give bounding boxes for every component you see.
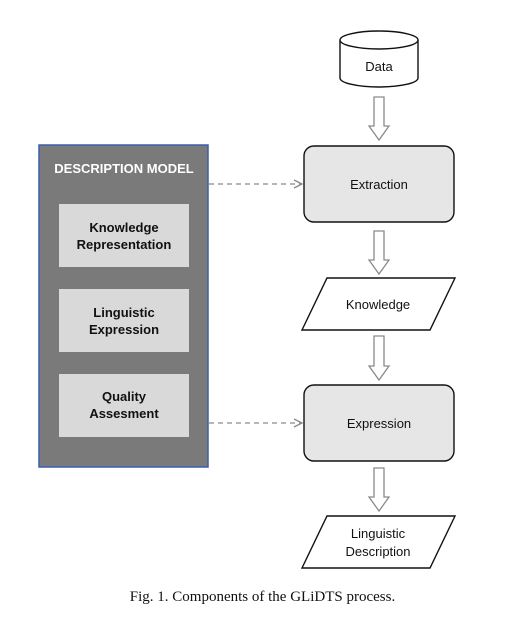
block-arrow-down	[367, 467, 391, 513]
data-store-label: Data	[365, 59, 393, 74]
figure-caption: Fig. 1. Components of the GLiDTS process…	[129, 589, 396, 605]
block-arrow-down	[367, 335, 391, 382]
model-item-quality-assesment: Quality Assesment	[59, 374, 189, 437]
description-model-title: DESCRIPTION MODEL	[54, 161, 193, 176]
model-item-label: Assesment	[89, 406, 159, 421]
glidts-diagram: DESCRIPTION MODEL Knowledge Representati…	[38, 30, 457, 569]
expression-label: Expression	[347, 416, 411, 431]
description-model-panel: DESCRIPTION MODEL Knowledge Representati…	[38, 144, 209, 468]
data-store: Data	[339, 30, 419, 88]
knowledge-data: Knowledge	[300, 277, 457, 331]
block-arrow-down	[367, 230, 391, 276]
linguistic-description-data: Linguistic Description	[300, 515, 457, 569]
model-item-label: Quality	[102, 389, 147, 404]
model-item-label: Expression	[89, 322, 159, 337]
knowledge-label: Knowledge	[346, 297, 410, 312]
extraction-process: Extraction	[303, 145, 455, 223]
linguistic-description-label: Linguistic	[351, 526, 406, 541]
expression-process: Expression	[303, 384, 455, 462]
model-item-knowledge-representation: Knowledge Representation	[59, 204, 189, 267]
model-item-label: Knowledge	[89, 220, 158, 235]
model-item-linguistic-expression: Linguistic Expression	[59, 289, 189, 352]
model-item-label: Representation	[77, 237, 172, 252]
block-arrow-down	[367, 96, 391, 142]
model-item-label: Linguistic	[93, 305, 154, 320]
linguistic-description-label: Description	[345, 544, 410, 559]
extraction-label: Extraction	[350, 177, 408, 192]
